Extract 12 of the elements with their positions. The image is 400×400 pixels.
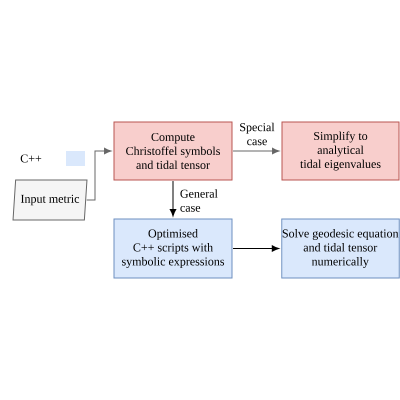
arrow [170,180,176,216]
process-box: Compute Christoffel symbols and tidal tensor [114,122,232,180]
process-box: Optimised C++ scripts with symbolic expressions [114,218,232,278]
process-box: Simplify to analytical tidal eigenvalues [282,122,400,180]
arrow [232,245,280,252]
arrow [86,148,112,200]
edge-label: Special case [236,122,278,146]
arrow [232,148,280,154]
legend-label: C++ [20,154,42,163]
edge-label: General case [179,188,221,212]
input-parallelogram: Input metric [12,180,88,220]
process-box: Solve geodesic equation and tidal tensor numerically [281,218,400,278]
